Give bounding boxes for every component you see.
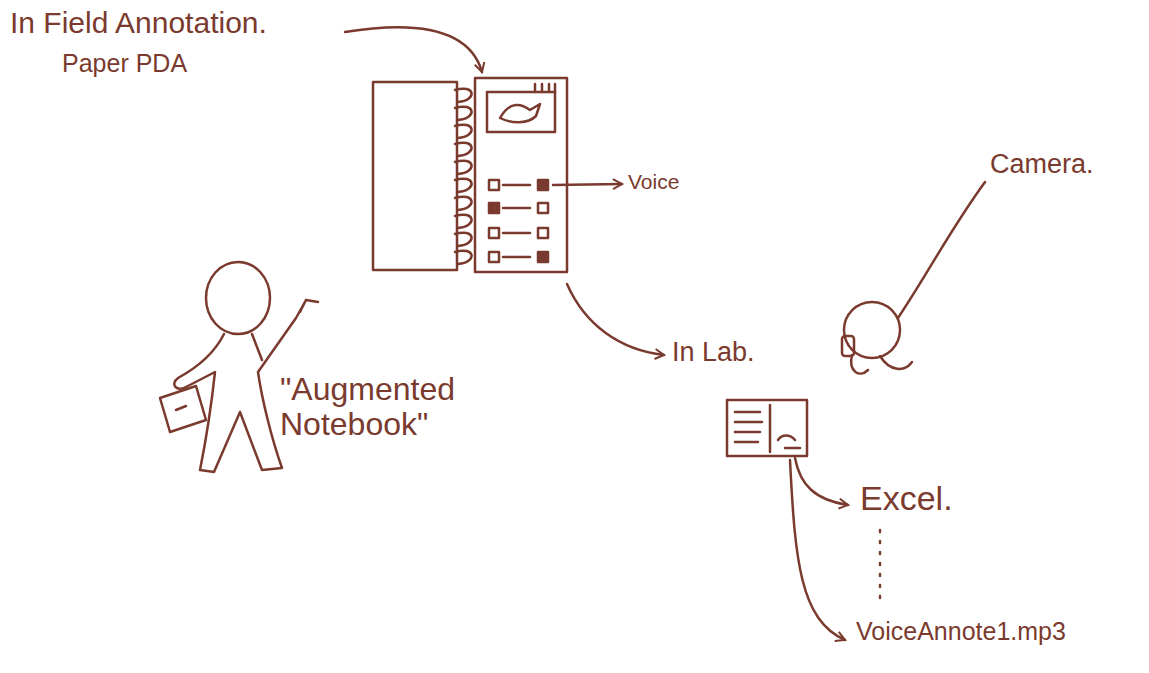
label-holder: Voice [628,170,679,193]
label-holder: In Lab. [672,338,755,368]
output-label: VoiceAnnote1.mp3 [856,618,1066,646]
arrow [567,284,664,355]
held-notebook [160,386,206,432]
photo-frame [487,92,555,132]
person-head [206,262,270,334]
note: Paper PDA [62,50,187,78]
concept-label: "Augmented Notebook" [280,372,520,442]
title-note: In Field Annotation. [10,6,267,39]
label-holder: In Field Annotation. [10,6,267,39]
camera-body [844,302,900,358]
leader-line [898,182,985,318]
arrow [790,460,845,640]
camera-lens [842,336,854,356]
spiral [455,89,472,264]
notebook-left-page [373,82,457,270]
dotted-line [879,530,882,606]
camera-base [851,355,912,374]
label-holder: VoiceAnnote1.mp3 [856,618,1066,646]
bird-sketch [500,104,540,122]
label-holder: Paper PDA [62,50,187,78]
stage-label: In Lab. [672,338,755,368]
arrow [795,458,848,505]
output-label: Excel. [860,480,953,517]
lab-notebook-lines [735,405,800,452]
notebook-right-page [475,78,567,272]
tabs [535,84,555,92]
checkbox-rows [489,180,548,262]
label-holder: "Augmented Notebook" [280,372,520,442]
lab-notebook [727,400,807,456]
callout-label: Voice [628,170,679,193]
label-holder: Excel. [860,480,953,517]
arrow [345,27,482,72]
arrow [553,184,622,185]
callout-label: Camera. [990,150,1094,180]
label-holder: Camera. [990,150,1094,180]
